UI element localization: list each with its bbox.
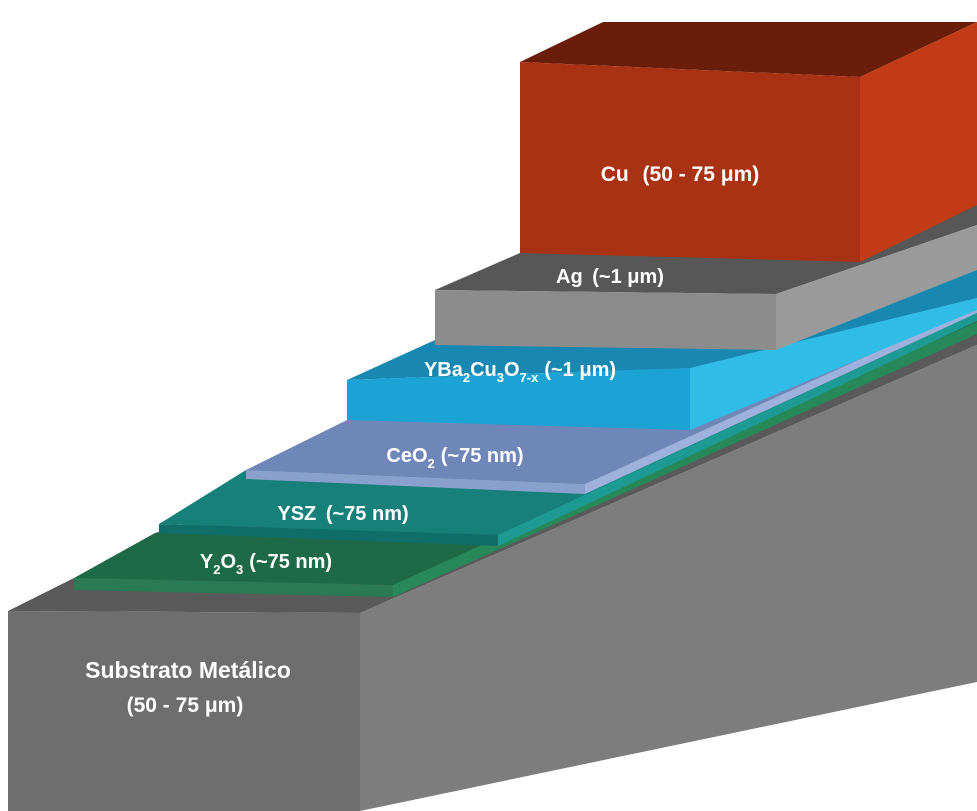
ag-side-face — [776, 225, 977, 350]
ysz-name: YSZ — [277, 503, 316, 525]
cu-layer — [520, 22, 977, 262]
ceo2-front-face — [246, 470, 585, 494]
ybco-formula-part: YBa — [424, 359, 464, 381]
ybco-formula-sub: 7-x — [520, 370, 540, 385]
cu-thickness: (50 - 75 μm) — [643, 163, 760, 186]
ceo2-side-face — [585, 306, 977, 494]
ysz-side-face — [498, 313, 977, 546]
substrate-side-face — [360, 345, 977, 811]
ceo2-label: CeO2 (~75 nm) — [386, 445, 523, 471]
y2o3-formula-part: O — [220, 551, 236, 573]
y2o3-label: Y2O3 (~75 nm) — [200, 551, 332, 577]
cu-label: Cu (50 - 75 μm) — [601, 163, 760, 186]
ybco-formula-sub: 3 — [497, 370, 504, 385]
y2o3-thickness: (~75 nm) — [249, 551, 332, 573]
y2o3-formula-sub: 3 — [236, 562, 243, 577]
ybco-thickness: (~1 μm) — [544, 359, 616, 381]
ysz-label: YSZ (~75 nm) — [277, 503, 408, 525]
y2o3-formula-part: Y — [200, 551, 214, 573]
y2o3-front-face — [74, 578, 393, 597]
ybco-front-face — [347, 368, 690, 430]
ceo2-formula-sub: 2 — [428, 456, 435, 471]
y2o3-side-face — [393, 322, 977, 597]
ybco-formula-sub: 2 — [463, 370, 470, 385]
substrate-label-line1: Substrato Metálico — [85, 657, 291, 683]
ysz-front-face — [159, 524, 498, 546]
cu-name: Cu — [601, 163, 629, 186]
ag-front-face — [435, 290, 776, 350]
ybco-formula-part: Cu — [470, 359, 497, 381]
substrate-label-line2: (50 - 75 μm) — [127, 694, 244, 717]
ysz-thickness: (~75 nm) — [326, 503, 409, 525]
ag-thickness: (~1 μm) — [592, 266, 664, 288]
ybco-label: YBa2Cu3O7-x (~1 μm) — [424, 359, 616, 385]
substrate-front-face — [8, 611, 360, 811]
ceo2-formula-part: CeO — [386, 445, 427, 467]
cu-side-face — [860, 22, 977, 262]
ag-label: Ag (~1 μm) — [556, 266, 664, 288]
cu-front-face — [520, 62, 860, 262]
ag-name: Ag — [556, 266, 583, 288]
ceo2-thickness: (~75 nm) — [441, 445, 524, 467]
cu-top-face — [520, 22, 977, 77]
ybco-side-face — [690, 298, 977, 430]
ybco-formula-part: O — [504, 359, 520, 381]
y2o3-formula-sub: 2 — [213, 562, 220, 577]
